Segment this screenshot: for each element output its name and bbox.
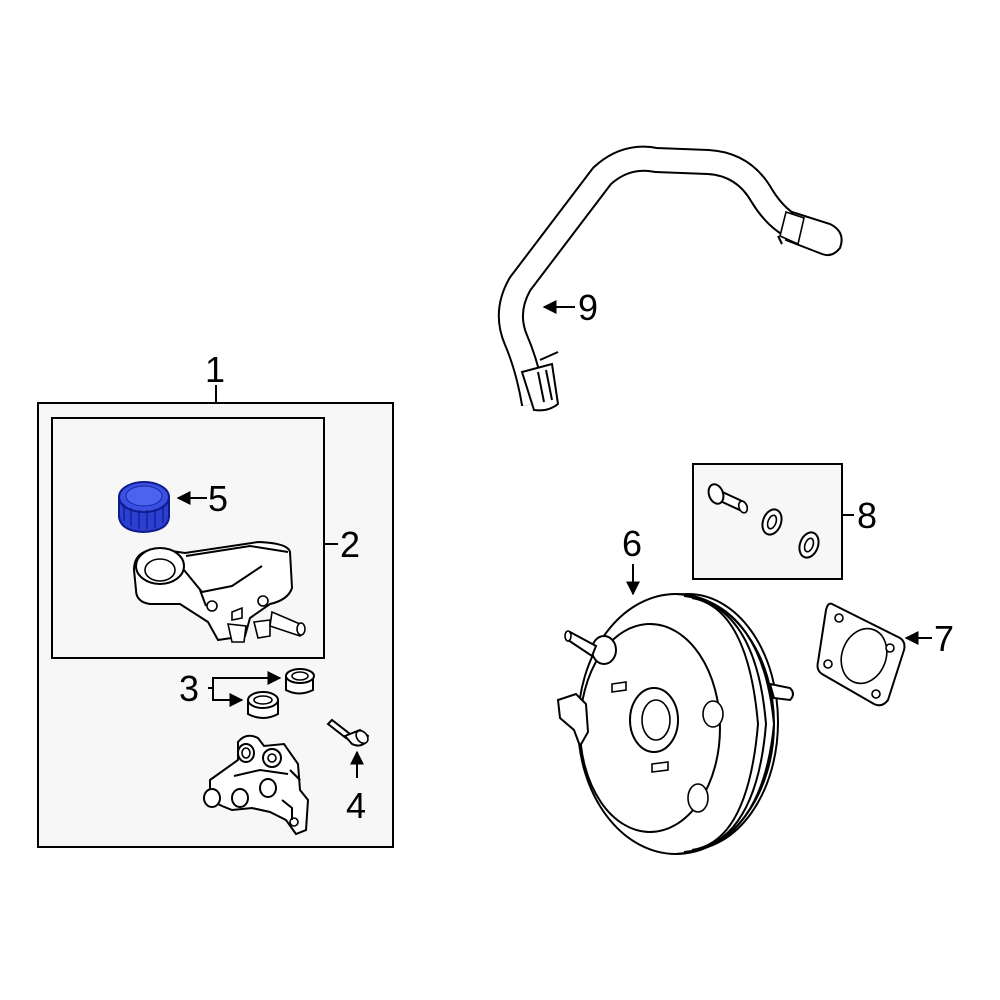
master-cylinder-part[interactable]: [203, 734, 310, 836]
check-valve-part[interactable]: [706, 482, 822, 560]
callout-3-leader: [208, 671, 282, 707]
callout-1[interactable]: 1: [205, 349, 225, 390]
callout-3[interactable]: 3: [179, 668, 199, 709]
vacuum-hose-part[interactable]: [497, 145, 843, 412]
gasket-part[interactable]: [816, 602, 906, 707]
reservoir-body-part[interactable]: [132, 540, 306, 643]
callout-5[interactable]: 5: [208, 478, 228, 519]
callout-9[interactable]: 9: [578, 287, 598, 328]
callout-4[interactable]: 4: [346, 785, 366, 826]
brake-booster-part[interactable]: [556, 593, 794, 855]
callout-2[interactable]: 2: [340, 524, 360, 565]
callout-8[interactable]: 8: [857, 495, 877, 536]
callout-6[interactable]: 6: [622, 523, 642, 564]
callout-7[interactable]: 7: [934, 618, 954, 659]
reservoir-cap-part[interactable]: [118, 481, 170, 534]
grommets-part[interactable]: [247, 668, 315, 719]
bolt-part[interactable]: [326, 718, 370, 747]
